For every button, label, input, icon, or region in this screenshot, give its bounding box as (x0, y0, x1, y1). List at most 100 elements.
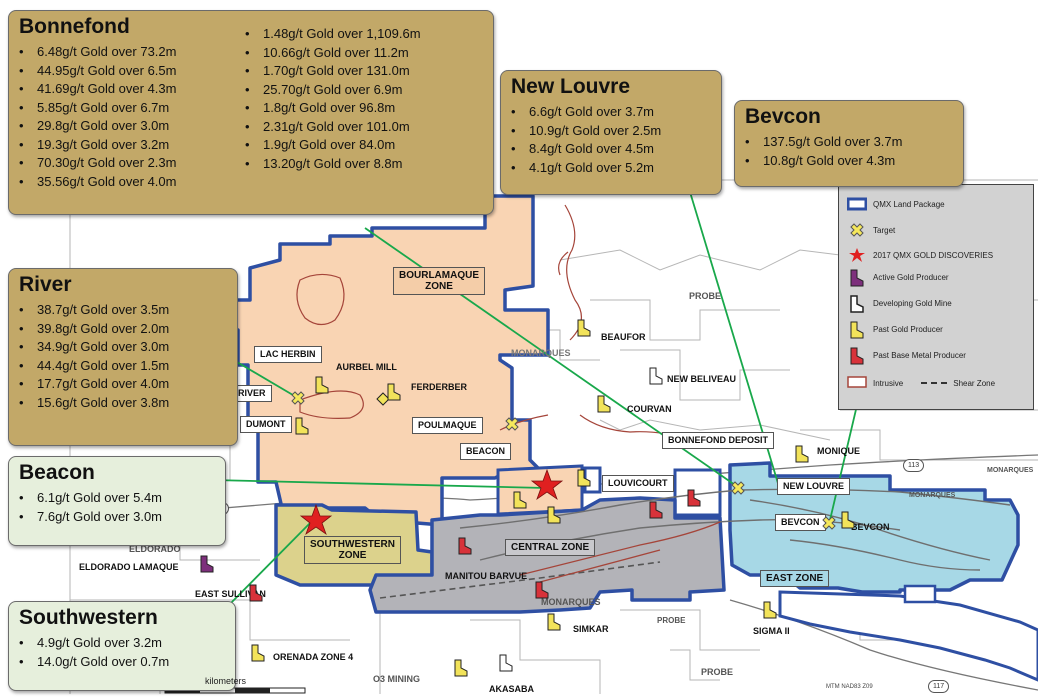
region-label: PROBE (657, 616, 686, 625)
east-sullivan-label: EAST SULLIVAN (195, 589, 266, 599)
monique-label: MONIQUE (817, 446, 861, 456)
legend-label: Developing Gold Mine (873, 298, 952, 308)
legend-row: Target (847, 222, 895, 238)
assay-item: 10.8g/t Gold over 4.3m (745, 152, 953, 171)
legend-row: Past Base Metal Producer (847, 347, 966, 365)
region-label: MONARQUES (541, 597, 601, 607)
region-label: O3 MINING (373, 674, 421, 684)
past-gold-producer-icon (847, 321, 867, 339)
assay-item: 17.7g/t Gold over 4.0m (19, 375, 227, 394)
region-label: MONARQUES (909, 492, 956, 499)
assay-item: 1.70g/t Gold over 131.0m (245, 62, 421, 81)
eldorado-lamaque-label: ELDORADO LAMAQUE (79, 562, 179, 572)
assay-item: 35.56g/t Gold over 4.0m (19, 173, 176, 192)
active-gold-producer-icon (847, 269, 867, 287)
southeast-claim-strip (778, 590, 1038, 682)
manitou-barvue-label: MANITOU BARVUE (445, 571, 528, 581)
simkar-label: SIMKAR (573, 624, 609, 634)
bonnefond-column-2: 1.48g/t Gold over 1,109.6m 10.66g/t Gold… (245, 25, 421, 173)
legend-row: Past Gold Producer (847, 321, 943, 339)
assay-item: 34.9g/t Gold over 3.0m (19, 338, 227, 357)
intrusive-icon (847, 375, 867, 391)
assay-item: 25.70g/t Gold over 6.9m (245, 81, 421, 100)
legend-label: Past Gold Producer (873, 324, 943, 334)
shear-zone-red-traces (519, 521, 721, 583)
east-zone-label: EAST ZONE (760, 570, 830, 587)
beacon-label: BEACON (460, 443, 512, 460)
orenada-zone-4-label: ORENADA ZONE 4 (273, 652, 354, 662)
target-icon (847, 222, 867, 238)
region-label: PROBE (701, 667, 734, 677)
assay-item: 7.6g/t Gold over 3.0m (19, 508, 215, 527)
small-claim-block (903, 584, 937, 604)
region-label: MONARQUES (987, 467, 1034, 474)
land-package-icon (846, 196, 868, 212)
bonnefond-column-1: 6.48g/t Gold over 73.2m 44.95g/t Gold ov… (19, 43, 176, 191)
route-117-shield: 117 (928, 680, 950, 693)
legend-label: Active Gold Producer (873, 272, 949, 282)
legend-label: Target (873, 225, 896, 235)
assay-item: 137.5g/t Gold over 3.7m (745, 133, 953, 152)
assay-item: 29.8g/t Gold over 3.0m (19, 117, 176, 136)
central-zone-label: CENTRAL ZONE (505, 539, 596, 556)
sigma-ii-label: SIGMA II (753, 626, 790, 636)
shear-zone-icon (921, 382, 948, 384)
new-beliveau-label: NEW BELIVEAU (667, 374, 737, 384)
scale-bar-label: kilometers (205, 676, 247, 686)
bevcon-label: BEVCON (775, 514, 826, 531)
shear-zone-dashed (379, 561, 661, 599)
assay-item: 4.1g/t Gold over 5.2m (511, 159, 711, 178)
river-callout: River 38.7g/t Gold over 3.5m 39.8g/t Gol… (8, 268, 238, 446)
assay-item: 10.9g/t Gold over 2.5m (511, 122, 711, 141)
legend-label: Intrusive (873, 378, 904, 388)
assay-item: 6.1g/t Gold over 5.4m (19, 489, 215, 508)
lac-herbin-label: LAC HERBIN (254, 346, 322, 363)
projection-credit: MTM NAD83 Z09 (826, 684, 873, 690)
assay-item: 5.85g/t Gold over 6.7m (19, 99, 176, 118)
bonnefond-deposit-label: BONNEFOND DEPOSIT (662, 432, 775, 449)
louvicourt-label: LOUVICOURT (602, 475, 674, 492)
assay-item: 38.7g/t Gold over 3.5m (19, 301, 227, 320)
assay-item: 41.69g/t Gold over 4.3m (19, 80, 176, 99)
aurbel-mill-label: AURBEL MILL (336, 362, 397, 372)
legend-row: Developing Gold Mine (847, 295, 952, 313)
ferderber-label: FERDERBER (411, 382, 468, 392)
bevcon-callout: Bevcon 137.5g/t Gold over 3.7m 10.8g/t G… (734, 100, 964, 187)
assay-item: 44.4g/t Gold over 1.5m (19, 357, 227, 376)
akasaba-label: AKASABA (489, 684, 534, 694)
assay-item: 2.31g/t Gold over 101.0m (245, 118, 421, 137)
assay-item: 13.20g/t Gold over 8.8m (245, 155, 421, 174)
legend-row: Intrusive Shear Zone (847, 375, 995, 391)
discovery-star-icon (847, 247, 867, 263)
callout-title: Beacon (19, 461, 95, 484)
legend-label: Shear Zone (953, 378, 996, 388)
assay-item: 6.48g/t Gold over 73.2m (19, 43, 176, 62)
beaufor-label: BEAUFOR (601, 332, 646, 342)
assay-item: 15.6g/t Gold over 3.8m (19, 394, 227, 413)
assay-item: 44.95g/t Gold over 6.5m (19, 62, 176, 81)
assay-item: 10.66g/t Gold over 11.2m (245, 44, 421, 63)
legend-row: 2017 QMX GOLD DISCOVERIES (847, 247, 993, 263)
dumont-label: DUMONT (240, 416, 292, 433)
assay-item: 1.48g/t Gold over 1,109.6m (245, 25, 421, 44)
legend-row: QMX Land Package (846, 196, 945, 212)
assay-item: 39.8g/t Gold over 2.0m (19, 320, 227, 339)
map-legend: QMX Land Package Target 2017 QMX GOLD DI… (838, 184, 1034, 410)
region-label: MONARQUES (511, 348, 571, 358)
poulmaque-label: POULMAQUE (412, 417, 483, 434)
river-label: RIVER (232, 385, 272, 402)
assay-item: 1.9g/t Gold over 84.0m (245, 136, 421, 155)
callout-title: Bonnefond (19, 15, 130, 38)
new-louvre-label: NEW LOUVRE (777, 478, 851, 495)
region-label: ELDORADO (129, 544, 181, 554)
bevcon-label: BEVCON (851, 522, 890, 532)
developing-gold-mine-icon (847, 295, 867, 313)
legend-row: Active Gold Producer (847, 269, 949, 287)
southwestern-callout: Southwestern 4.9g/t Gold over 3.2m 14.0g… (8, 601, 236, 691)
assay-item: 14.0g/t Gold over 0.7m (19, 653, 225, 672)
assay-item: 1.8g/t Gold over 96.8m (245, 99, 421, 118)
callout-title: River (19, 273, 72, 296)
callout-title: Southwestern (19, 606, 158, 629)
